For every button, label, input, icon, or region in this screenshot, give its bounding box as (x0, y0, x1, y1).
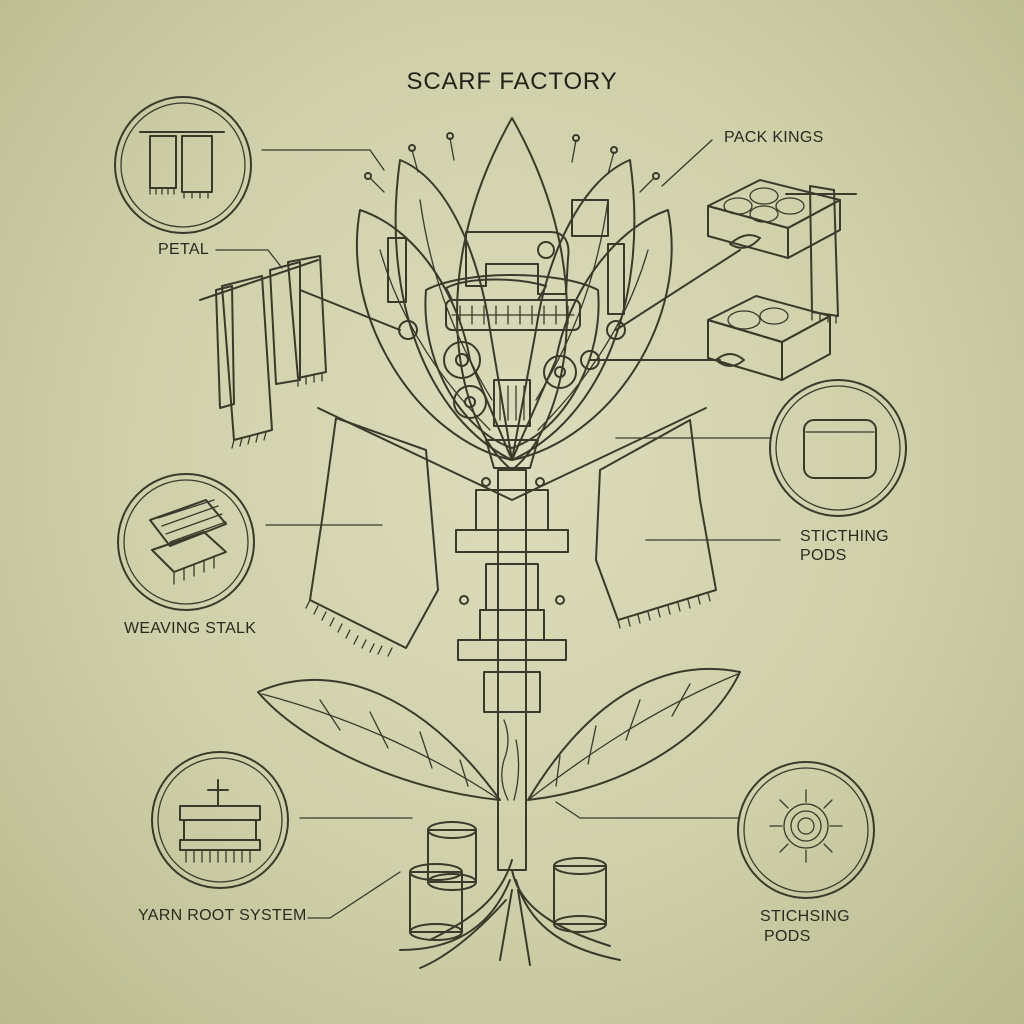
yarn-spool (427, 821, 477, 891)
spinning-frame-icon (179, 779, 261, 863)
yarn-spool (409, 863, 463, 941)
stitching-circle (769, 379, 907, 517)
petal-label-leader (215, 249, 283, 269)
petal-circle-leader (261, 149, 385, 171)
weaving-stalk (455, 469, 569, 871)
label-stitching-pods-line2: PODS (800, 547, 847, 564)
thread-spool-icon (769, 789, 843, 863)
stitching-pods-circle (737, 761, 875, 899)
loom-module (457, 563, 567, 661)
page-title: SCARF FACTORY (406, 68, 618, 95)
folded-scarf-icon (803, 419, 877, 479)
yarn-spool (553, 857, 607, 933)
label-packings: PACK KINGS (724, 129, 824, 146)
yarn-circle (151, 751, 289, 889)
label-stitching-pods-bottom-line1: STICHSING (760, 908, 850, 925)
roots (399, 859, 621, 969)
upper-left-scarves (215, 255, 327, 449)
loom-module (455, 489, 569, 553)
flower-petals (355, 117, 673, 471)
yarn-spools (409, 821, 607, 941)
stitching-pods-leader (555, 801, 741, 819)
label-weaving-stalk: WEAVING STALK (124, 620, 257, 637)
hanging-scarves-icon (139, 131, 225, 199)
sewing-machine-core (387, 199, 626, 469)
packings-leader (661, 139, 713, 187)
packing-boxes (707, 179, 841, 381)
support-rods (199, 193, 857, 367)
large-leaves (257, 668, 741, 801)
lower-scarves (305, 407, 717, 657)
label-petal: PETAL (158, 241, 209, 258)
label-yarn-root-system: YARN ROOT SYSTEM (138, 907, 307, 924)
label-stitching-pods-line1: STICTHING (800, 528, 889, 545)
yarn-label-leader (307, 871, 401, 919)
leader-lines (215, 139, 781, 919)
loom-icon (149, 499, 227, 585)
packing-box (707, 295, 831, 381)
packing-box (707, 179, 841, 259)
label-stitching-pods-bottom-line2: PODS (764, 928, 811, 945)
weaving-circle (117, 473, 255, 611)
loom-module (483, 671, 541, 713)
petal-circle (114, 96, 252, 234)
